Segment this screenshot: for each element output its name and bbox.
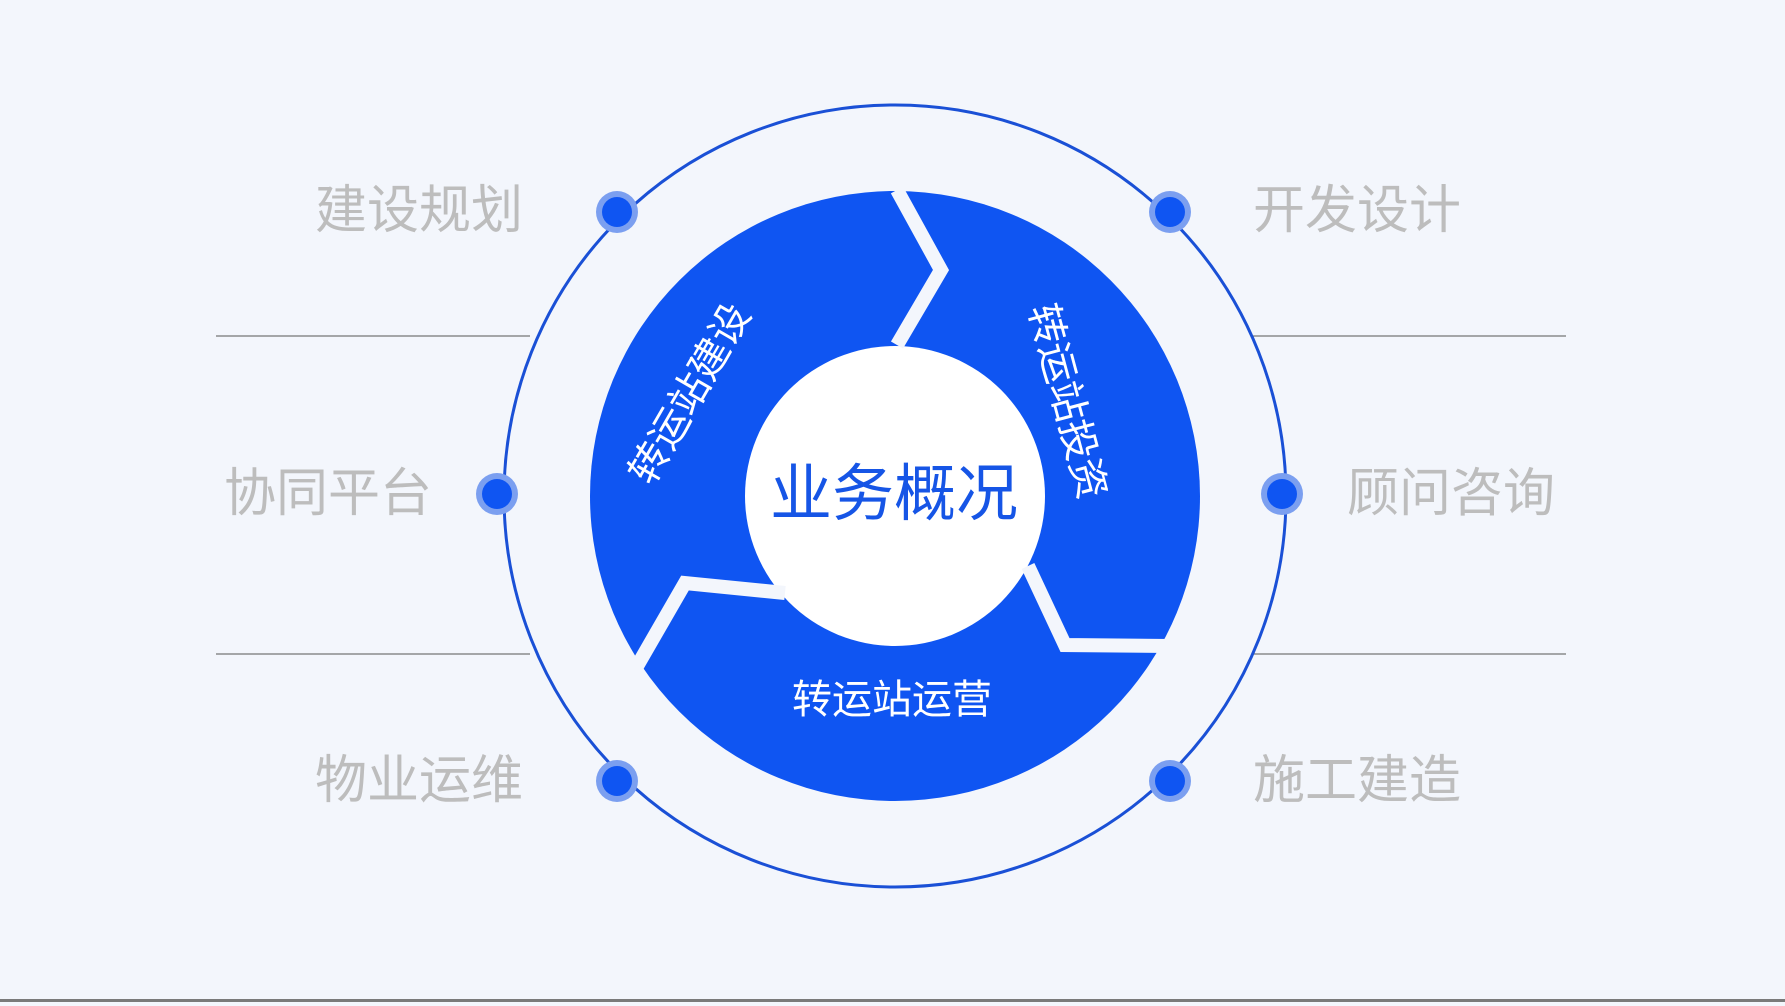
segment-gap-left	[629, 575, 786, 672]
label-planning: 建设规划	[315, 181, 524, 241]
label-construction-build: 施工建造	[1253, 751, 1462, 811]
ring-dot-right-bottom	[1149, 760, 1191, 802]
label-consulting: 顾问咨询	[1347, 464, 1556, 524]
ring-dot-left-top	[596, 191, 638, 233]
ring-dot-right-middle	[1261, 473, 1303, 515]
label-property-operation: 物业运维	[315, 751, 524, 811]
segment-gap-top	[890, 186, 950, 349]
center-title: 业务概况	[770, 457, 1018, 530]
bottom-border	[0, 999, 1785, 1002]
ring-dot-left-middle	[476, 473, 518, 515]
ring-dot-right-top	[1149, 191, 1191, 233]
inner-circle	[745, 346, 1045, 646]
segment-gap-right	[1021, 563, 1171, 653]
label-collaboration-platform: 协同平台	[224, 464, 433, 524]
label-development-design: 开发设计	[1253, 181, 1462, 241]
ring-dot-left-bottom	[596, 760, 638, 802]
segment-label-operation: 转运站运营	[792, 677, 992, 723]
